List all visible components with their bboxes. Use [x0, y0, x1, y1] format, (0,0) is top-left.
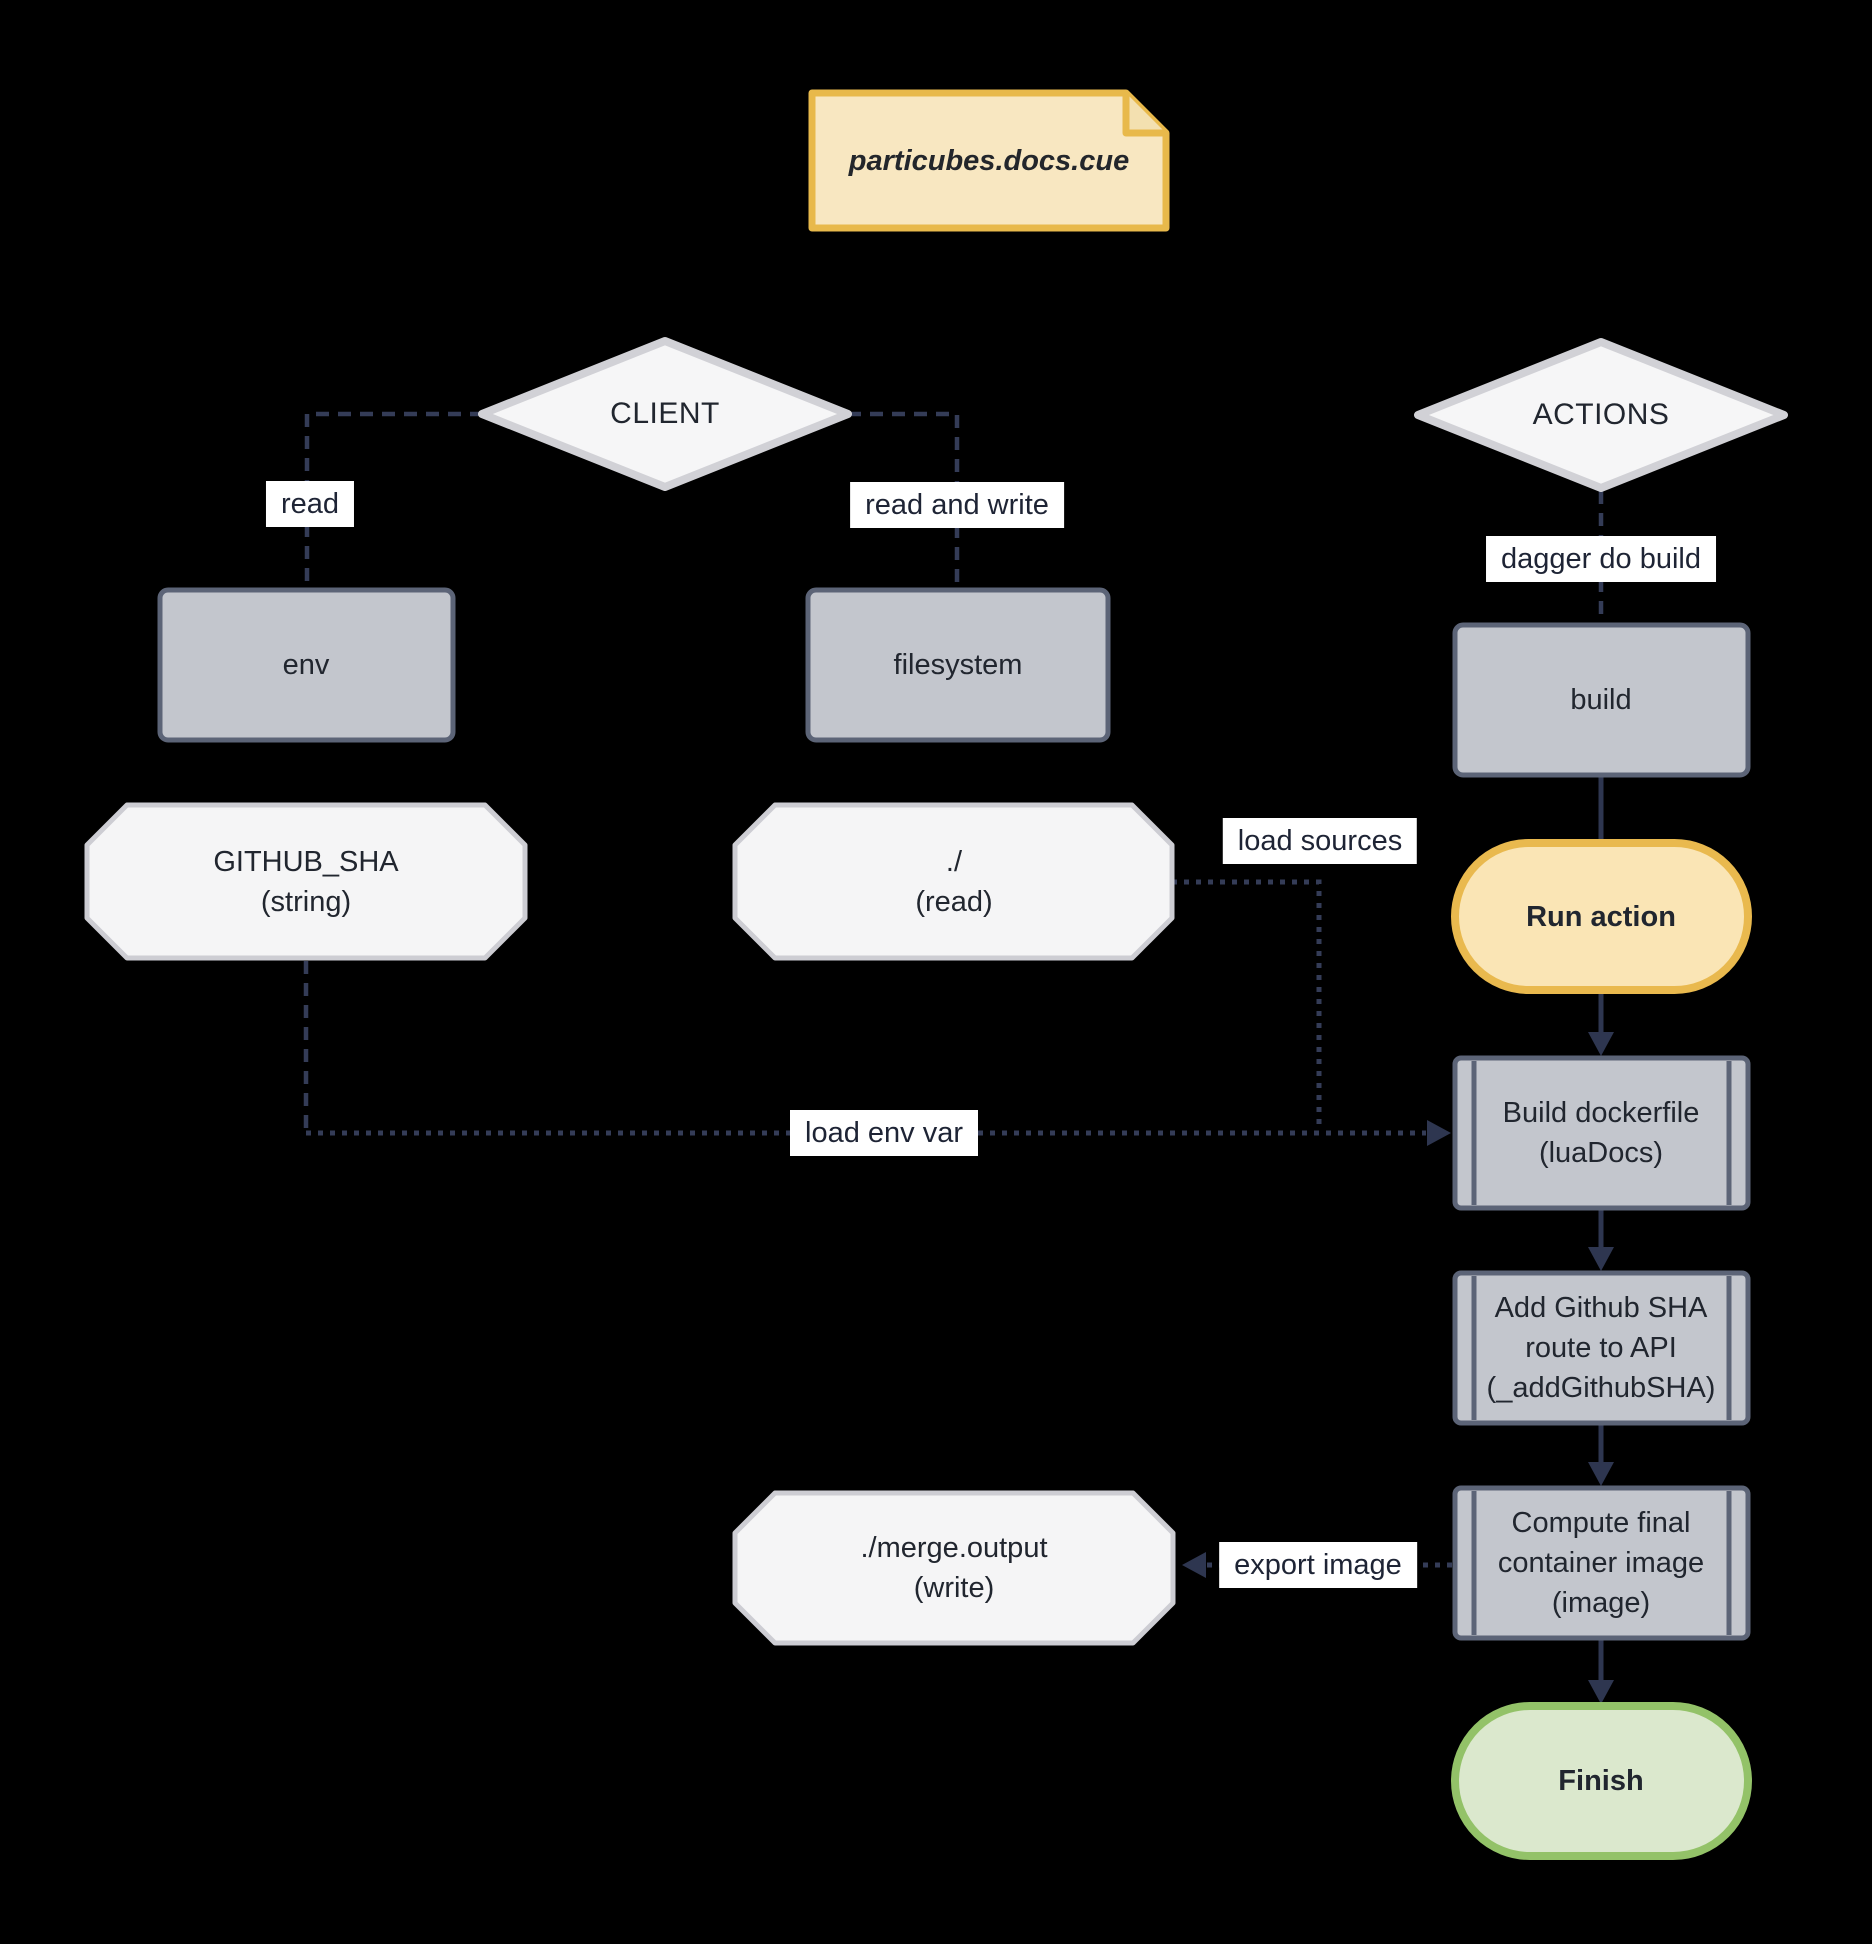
build-dockerfile-line1: Build dockerfile — [1502, 1097, 1700, 1129]
github-sha-line2: (string) — [260, 886, 352, 918]
edge-label-export-image: export image — [1219, 1542, 1417, 1588]
build-dockerfile-node — [1452, 1055, 1751, 1211]
edge-label-read: read — [265, 481, 355, 527]
edge-label-read-and-write: read and write — [850, 482, 1064, 528]
merge-output-node — [732, 1490, 1176, 1646]
merge-output-label: ./merge.output (write) — [861, 1528, 1048, 1608]
github-sha-node — [84, 802, 528, 961]
actions-diamond — [1414, 338, 1788, 492]
add-github-sha-line2: route to API — [1525, 1332, 1677, 1364]
build-dockerfile-line2: (luaDocs) — [1538, 1137, 1664, 1169]
edge-client-env — [304, 411, 483, 585]
finish-node — [1451, 1702, 1752, 1860]
note-shape — [808, 89, 1170, 232]
build-node — [1452, 622, 1751, 778]
build-label: build — [1570, 684, 1632, 716]
arrowhead-down-icon — [1588, 1247, 1614, 1271]
compute-image-line1: Compute final — [1511, 1507, 1691, 1539]
compute-image-node — [1452, 1485, 1751, 1641]
arrowhead-down-icon — [1588, 1032, 1614, 1056]
edge-label-load-sources: load sources — [1222, 818, 1418, 864]
dot-read-node — [732, 802, 1175, 961]
edge-client-filesystem — [848, 411, 960, 585]
note-title: particubes.docs.cue — [848, 145, 1130, 177]
arrowhead-right-icon — [1427, 1120, 1451, 1146]
compute-image-line2: container image — [1497, 1547, 1705, 1579]
filesystem-node — [805, 587, 1111, 743]
dot-read-line2: (read) — [915, 886, 993, 918]
env-label: env — [282, 649, 330, 681]
client-diamond-label: CLIENT — [610, 397, 720, 430]
merge-output-line2: (write) — [913, 1572, 995, 1604]
arrowhead-left-icon — [1182, 1552, 1206, 1578]
merge-output-line1: ./merge.output — [860, 1532, 1048, 1564]
dot-read-line1: ./ — [945, 846, 963, 878]
client-diamond — [478, 337, 852, 491]
compute-image-line3: (image) — [1551, 1587, 1651, 1619]
actions-diamond-label: ACTIONS — [1532, 398, 1670, 431]
run-action-node — [1451, 839, 1752, 994]
run-action-label: Run action — [1526, 901, 1676, 933]
build-dockerfile-label: Build dockerfile (luaDocs) — [1503, 1093, 1700, 1173]
finish-label: Finish — [1558, 1765, 1644, 1797]
add-github-sha-label: Add Github SHA route to API (_addGithubS… — [1487, 1288, 1716, 1408]
env-node — [157, 587, 456, 743]
github-sha-label: GITHUB_SHA (string) — [213, 842, 398, 922]
github-sha-line1: GITHUB_SHA — [213, 846, 399, 878]
filesystem-label: filesystem — [893, 649, 1023, 681]
arrowhead-down-icon — [1588, 1462, 1614, 1486]
compute-image-label: Compute final container image (image) — [1498, 1503, 1704, 1623]
dot-read-label: ./ (read) — [915, 842, 992, 922]
arrowhead-down-icon — [1588, 1680, 1614, 1704]
add-github-sha-line3: (_addGithubSHA) — [1486, 1372, 1716, 1404]
add-github-sha-line1: Add Github SHA — [1494, 1292, 1708, 1324]
add-github-sha-node — [1452, 1270, 1751, 1426]
edge-label-load-env-var: load env var — [790, 1110, 978, 1156]
edge-load-sources — [1172, 879, 1322, 1127]
edge-label-dagger-do-build: dagger do build — [1486, 536, 1716, 582]
